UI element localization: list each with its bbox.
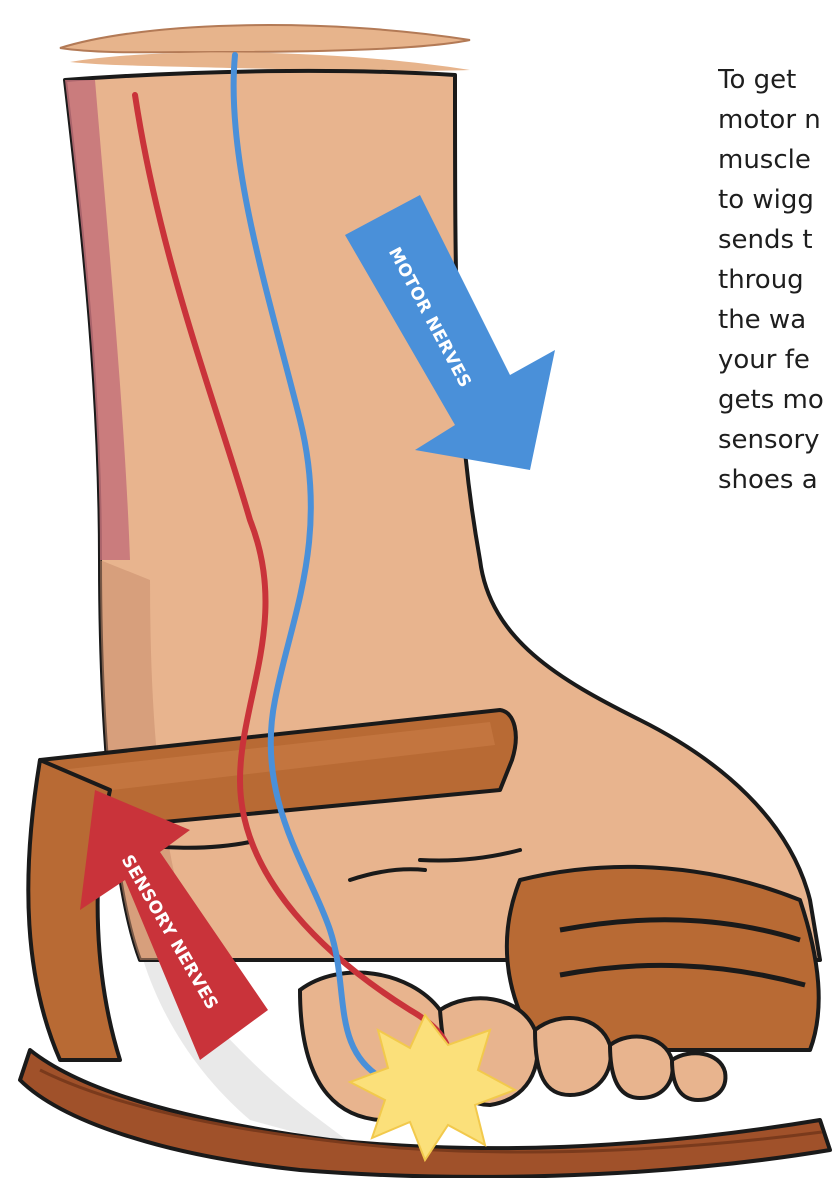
leg-top-edge	[60, 25, 470, 71]
paragraph-line: throug	[718, 260, 840, 300]
paragraph-line: muscle	[718, 140, 840, 180]
paragraph-line: shoes a	[718, 460, 840, 500]
paragraph-line: to wigg	[718, 180, 840, 220]
paragraph-line: your fe	[718, 340, 840, 380]
explanation-paragraph: To get motor n muscle to wigg sends t th…	[718, 60, 840, 620]
paragraph-line: gets mo	[718, 380, 840, 420]
paragraph-line: sensory	[718, 420, 840, 460]
paragraph-line: To get	[718, 60, 840, 100]
paragraph-line: motor n	[718, 100, 840, 140]
paragraph-line: the wa	[718, 300, 840, 340]
paragraph-line: sends t	[718, 220, 840, 260]
